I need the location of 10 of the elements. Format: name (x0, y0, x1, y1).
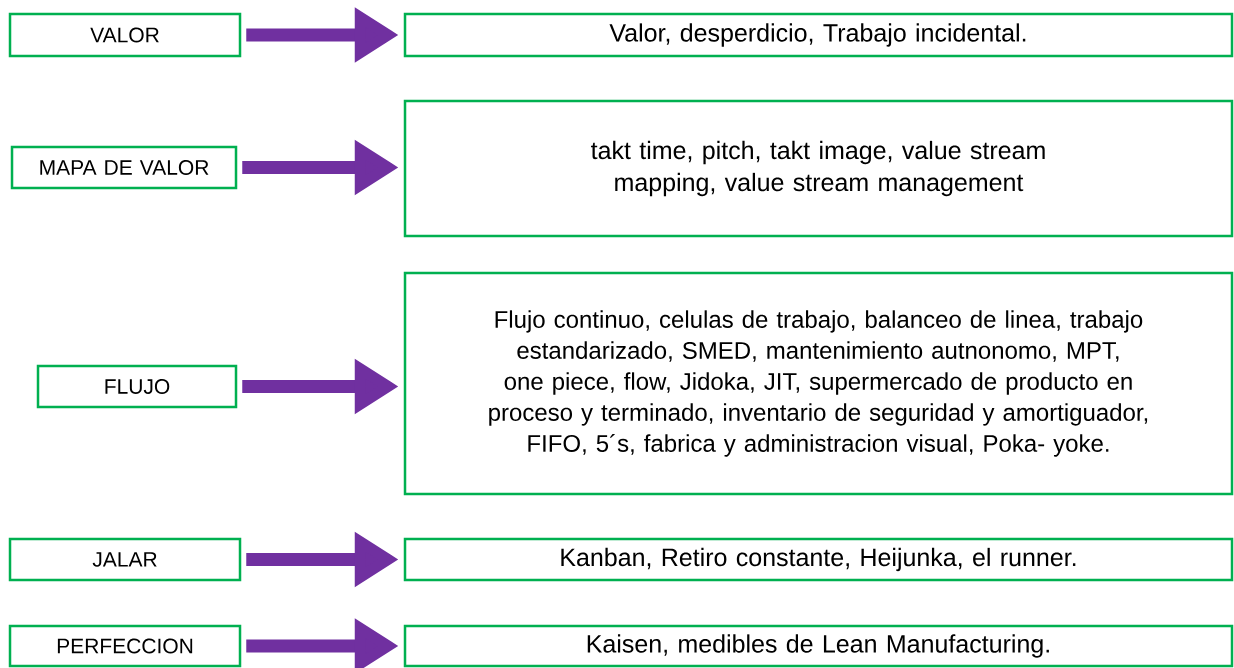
concept-box: JALAR (8, 537, 242, 582)
concept-box: PERFECCION (8, 624, 242, 668)
tools-box: Flujo continuo, celulas de trabajo, balanceo de linea, trabajo estandarizado, SMED, mantenimiento autnonomo, MPT, one piece, flow, Jidoka, JIT, supermercado de producto en proceso y terminado, inventario de seguridad y amortiguador, FIFO, 5´s, fabrica y administracion visual, Poka- yoke. (403, 271, 1234, 496)
tools-box: takt time, pitch, takt image, value stream mapping, value stream management (403, 99, 1234, 238)
tools-box: Kaisen, medibles de Lean Manufacturing. (403, 624, 1234, 668)
concept-box: VALOR (8, 12, 242, 58)
tools-box: Kanban, Retiro constante, Heijunka, el runner. (403, 537, 1234, 582)
concept-box: MAPA DE VALOR (10, 145, 238, 190)
tools-box: Valor, desperdicio, Trabajo incidental. (403, 12, 1234, 58)
concept-box: FLUJO (36, 364, 238, 409)
